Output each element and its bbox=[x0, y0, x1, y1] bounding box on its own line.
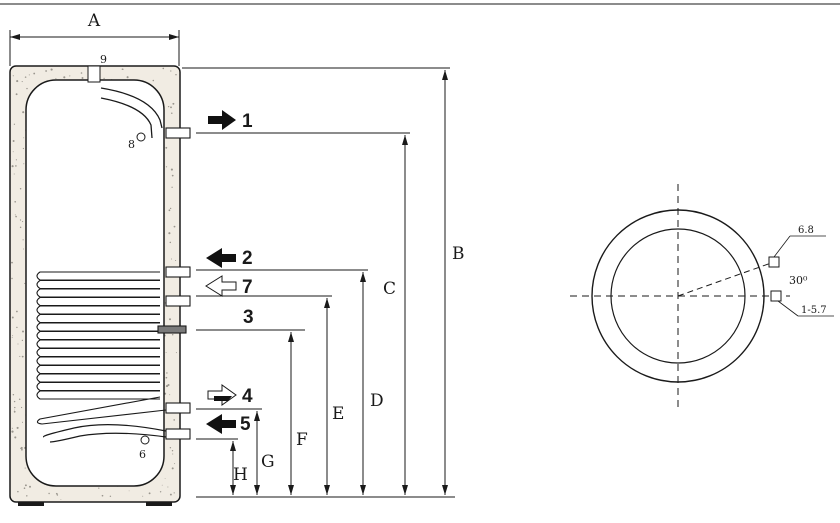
section-port-lower-label: 1-5.7 bbox=[801, 305, 827, 316]
section-port-upper bbox=[768, 256, 780, 268]
svg-text:4: 4 bbox=[242, 386, 253, 407]
dimension-d-label: D bbox=[370, 391, 384, 411]
svg-text:2: 2 bbox=[242, 248, 253, 269]
heat-exchanger-coil bbox=[36, 271, 167, 425]
dimension-a-label: A bbox=[87, 11, 101, 31]
section-port-lower bbox=[770, 290, 782, 302]
section-port-upper-label: 6.8 bbox=[798, 225, 814, 236]
coil-return bbox=[36, 396, 167, 425]
connection-4: 4 bbox=[207, 384, 253, 407]
connection-6-label: 6 bbox=[139, 448, 146, 461]
hot-water-pipe bbox=[100, 87, 163, 139]
arrow-out-4 bbox=[207, 384, 237, 406]
dimension-b-label: B bbox=[452, 244, 465, 264]
dimension-f-label: F bbox=[296, 430, 308, 450]
height-dimensions bbox=[182, 67, 450, 495]
connection-8-label: 8 bbox=[128, 138, 135, 151]
stub-7 bbox=[165, 295, 191, 307]
connection-9-label: 9 bbox=[100, 53, 107, 66]
svg-text:1: 1 bbox=[242, 111, 253, 132]
arrow-out-1 bbox=[208, 110, 236, 130]
arrow-in-2 bbox=[206, 248, 236, 268]
dimension-a: A bbox=[9, 11, 180, 66]
dimension-g-label: G bbox=[261, 452, 275, 472]
stub-5 bbox=[165, 428, 191, 440]
connection-1: 1 bbox=[208, 110, 253, 132]
stub-2 bbox=[165, 266, 191, 278]
connection-2: 2 bbox=[206, 248, 253, 269]
connection-5: 5 bbox=[206, 414, 251, 435]
connection-3: 3 bbox=[196, 307, 305, 331]
section-angle-line bbox=[677, 261, 775, 297]
dimension-c-label: C bbox=[383, 279, 396, 299]
tank-body bbox=[9, 65, 181, 506]
svg-text:5: 5 bbox=[240, 414, 251, 435]
sensor-pocket-8 bbox=[136, 132, 146, 142]
cold-water-pipe bbox=[42, 424, 167, 443]
stub-4 bbox=[165, 402, 191, 414]
arrow-in-7 bbox=[205, 275, 237, 297]
dimension-arrowheads bbox=[230, 70, 448, 495]
cross-section-view: 6.8 1-5.7 30⁰ bbox=[570, 184, 834, 410]
stub-3 bbox=[157, 325, 187, 334]
svg-text:3: 3 bbox=[243, 307, 254, 328]
connection-9: 9 bbox=[87, 53, 107, 83]
connection-stubs bbox=[157, 127, 191, 440]
coil-turn bbox=[36, 390, 160, 400]
stub-1 bbox=[165, 127, 191, 139]
svg-text:7: 7 bbox=[242, 277, 253, 298]
arrow-in-5 bbox=[206, 414, 236, 434]
dimension-h-label: H bbox=[233, 465, 248, 485]
connection-7: 7 bbox=[205, 275, 253, 298]
section-angle-label: 30⁰ bbox=[789, 274, 808, 287]
tank-foot-left bbox=[18, 502, 44, 506]
tank-foot-right bbox=[146, 502, 172, 506]
dimension-e-label: E bbox=[332, 404, 344, 424]
sensor-pocket-6 bbox=[140, 435, 150, 445]
